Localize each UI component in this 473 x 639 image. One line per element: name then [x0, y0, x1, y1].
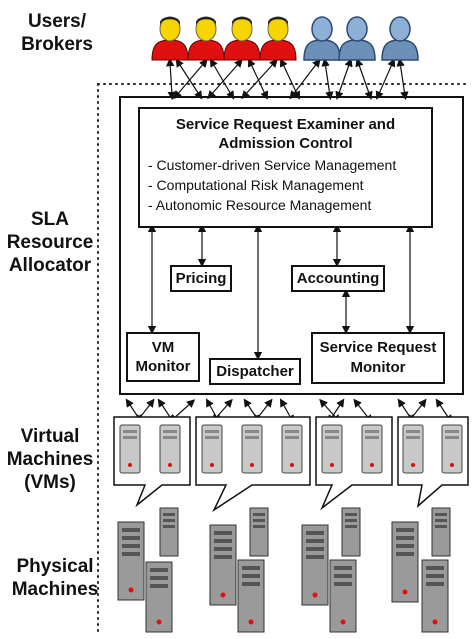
blue-user-icon — [338, 16, 376, 61]
pm-server-icon — [209, 524, 237, 606]
vm-server-icon — [441, 424, 463, 474]
pm-server-icon — [431, 507, 451, 557]
red-user-icon — [187, 16, 225, 61]
service-request-monitor-box: Service Request Monitor — [311, 332, 445, 384]
service-request-examiner-box: Service Request Examiner and Admission C… — [138, 107, 433, 228]
red-user-icon — [151, 16, 189, 61]
examiner-item-3: - Autonomic Resource Management — [148, 197, 372, 213]
vm-monitor-box: VM Monitor — [126, 332, 200, 382]
vm-server-icon — [119, 424, 141, 474]
examiner-item-1: - Customer-driven Service Management — [148, 157, 397, 173]
dispatcher-box: Dispatcher — [209, 358, 301, 385]
pm-server-icon — [145, 561, 173, 633]
pm-server-icon — [421, 559, 449, 633]
blue-user-icon — [381, 16, 419, 61]
vm-server-icon — [361, 424, 383, 474]
physical-machines — [117, 507, 451, 633]
vm-server-icon — [321, 424, 343, 474]
vm-server-icon — [241, 424, 263, 474]
pm-server-icon — [117, 521, 145, 601]
red-user-icon — [259, 16, 297, 61]
pm-server-icon — [391, 521, 419, 603]
physical-machines-label: Physical Machines — [11, 556, 99, 600]
pm-server-icon — [159, 507, 179, 557]
blue-user-icon — [303, 16, 341, 61]
examiner-item-2: - Computational Risk Management — [148, 177, 364, 193]
pm-server-icon — [237, 559, 265, 633]
pm-server-icon — [329, 559, 357, 633]
pm-server-icon — [301, 524, 329, 606]
users-brokers-label: Users/ Brokers — [21, 11, 93, 55]
accounting-box: Accounting — [291, 265, 385, 292]
internal-arrows — [147, 223, 415, 361]
sla-resource-allocator-label: SLA Resource Allocator — [6, 209, 94, 276]
virtual-machines-label: Virtual Machines (VMs) — [6, 426, 94, 493]
pm-server-icon — [341, 507, 361, 557]
vm-server-icon — [402, 424, 424, 474]
pm-server-icon — [249, 507, 269, 557]
vm-server-icon — [281, 424, 303, 474]
users-group — [151, 16, 419, 61]
user-arrows — [166, 57, 409, 101]
pricing-box: Pricing — [170, 265, 232, 292]
examiner-title: Service Request Examiner and Admission C… — [175, 116, 396, 152]
vm-servers — [119, 424, 463, 474]
vm-server-icon — [159, 424, 181, 474]
vm-server-icon — [201, 424, 223, 474]
red-user-icon — [223, 16, 261, 61]
